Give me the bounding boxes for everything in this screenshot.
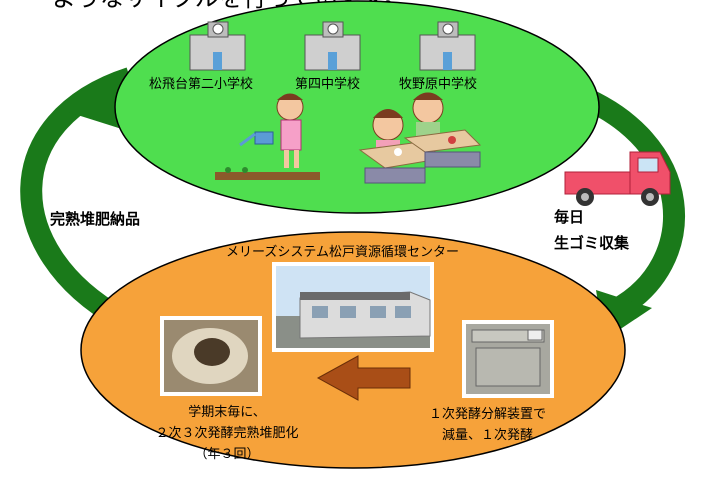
school-building-icon-1 xyxy=(189,21,246,71)
right-cycle-label-line2: 生ゴミ収集 xyxy=(554,234,630,252)
school-label-1: 松飛台第二小学校 xyxy=(149,77,254,92)
left-arrowhead xyxy=(68,72,125,130)
process-arrow xyxy=(316,355,411,401)
school-label-3: 牧野原中学校 xyxy=(399,77,478,92)
bottom-left-line-1: 学期末毎に、 xyxy=(188,405,266,420)
school-label-2: 第四中学校 xyxy=(295,77,361,92)
top-ellipse xyxy=(114,0,600,214)
facility-photo xyxy=(272,262,434,352)
right-cycle-arc xyxy=(566,81,685,320)
girl-watering-illustration xyxy=(215,93,320,180)
right-cycle-label-line1: 毎日 xyxy=(554,208,585,226)
bottom-right-line-2: 減量、１次発酵 xyxy=(441,428,533,443)
bottom-right-line-1: １次発酵分解装置で xyxy=(428,407,546,422)
school-building-icon-3 xyxy=(419,21,476,71)
cycle-ring xyxy=(20,67,685,340)
truck-icon xyxy=(564,151,671,206)
students-lunch-illustration xyxy=(358,92,482,184)
left-cycle-label: 完熟堆肥納品 xyxy=(50,210,141,228)
bottom-left-line-2: ２次３次発酵完熟堆肥化 xyxy=(155,426,299,441)
bottom-left-line-3: （年３回） xyxy=(194,447,260,462)
school-building-icon-2 xyxy=(304,21,361,71)
center-facility-title: メリーズシステム松戸資源循環センター xyxy=(226,245,459,260)
compost-photo xyxy=(160,316,262,396)
machine-photo xyxy=(462,320,554,398)
